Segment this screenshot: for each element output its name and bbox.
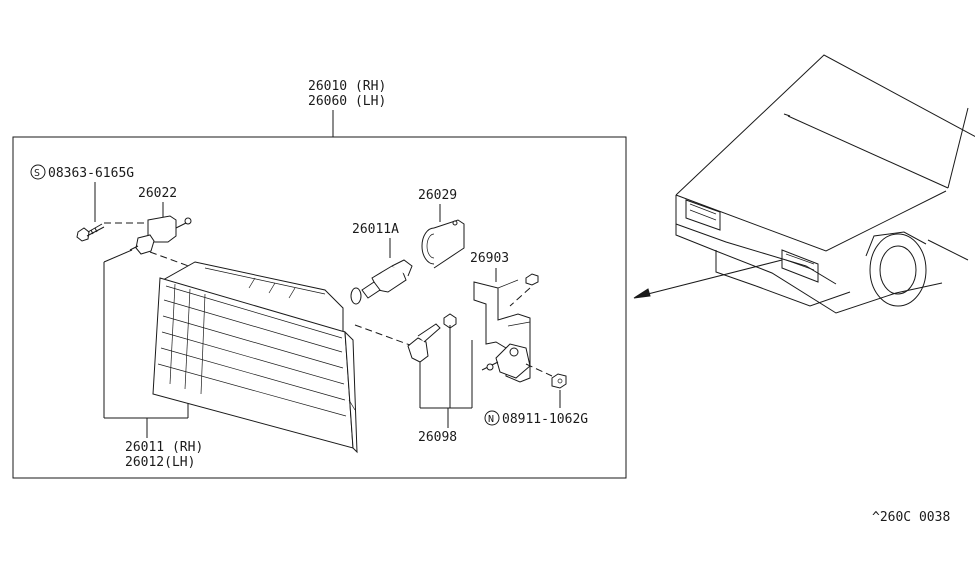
headlamp-icon [152,261,358,454]
retainer-part-number: 26903 [470,251,509,266]
adjuster-part-number: 26098 [418,430,457,445]
lens-leader-top [103,249,133,263]
assembly-label-rh: 26010 (RH) [308,79,386,94]
nut-icon [551,373,567,389]
pointer-arrow-line [639,259,783,297]
screw-part-number: 08363-6165G [48,166,134,181]
adjuster-bracket-icon [481,343,531,379]
nut-dash [525,363,553,377]
assembly-label-lh: 26060 (LH) [308,94,386,109]
nut-callout: N 08911-1062G [484,410,588,427]
lens-label-lh: 26012(LH) [125,455,195,470]
lens-label-rh: 26011 (RH) [125,440,203,455]
nut-prefix: N [488,414,494,425]
car-icon [675,54,975,314]
screw-prefix: S [34,168,40,179]
socket-icon [421,219,465,269]
screw-callout: S 08363-6165G [30,164,134,222]
n-symbol-icon [484,410,500,426]
nut-part-number: 08911-1062G [502,412,588,427]
bulb-icon [350,259,413,305]
nut-top-dash [509,287,531,307]
arrow-head-icon [633,288,651,299]
socket-part-number: 26029 [418,188,457,203]
screw-icon [76,223,105,242]
s-symbol-icon [30,164,46,180]
nut-top-icon [525,273,539,286]
adjuster-screw-icon [407,313,457,363]
assembly-frame [12,136,627,479]
diagram-code: ^260C 0038 [872,510,950,525]
bracket-part-number: 26022 [138,186,177,201]
bulb-part-number: 26011A [352,222,399,237]
adjuster-dash [354,324,411,346]
bracket-icon [129,215,192,255]
